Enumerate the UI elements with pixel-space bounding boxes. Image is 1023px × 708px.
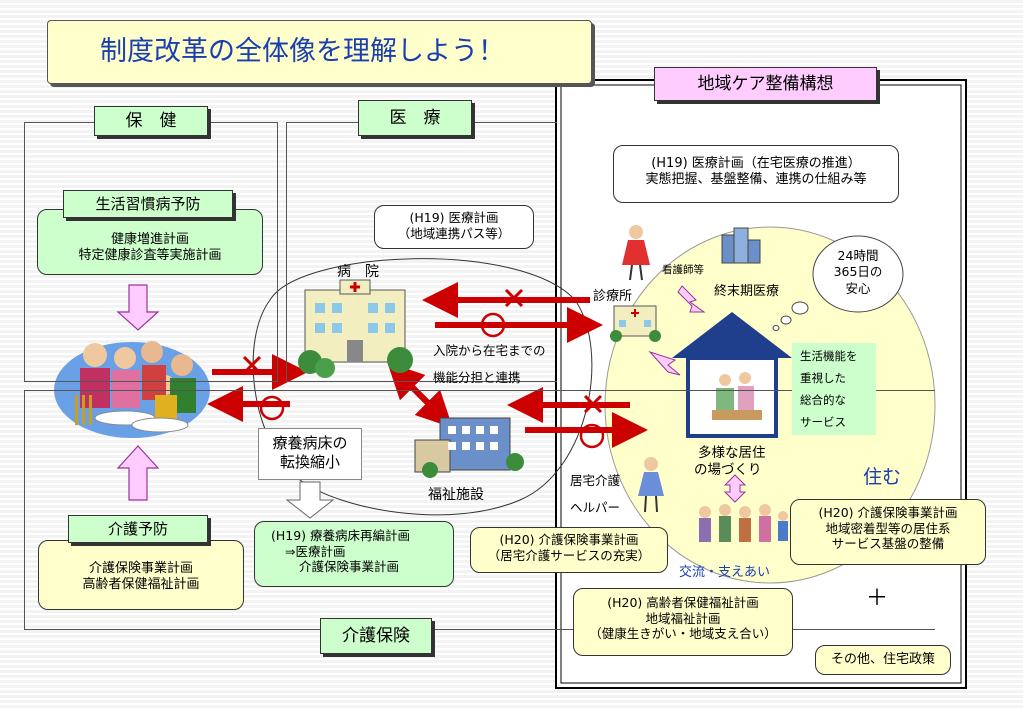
hoken-header: 保 健 — [94, 106, 208, 136]
plus-label: ＋ — [866, 586, 889, 611]
sonota-box: その他、住宅政策 — [815, 645, 951, 675]
sumu-label: 住む — [863, 466, 902, 488]
h19-ryoyo-box: (H19) 療養病床再編計画 ⇒医療計画 介護保険事業計画 — [254, 521, 454, 587]
kaigo-section — [24, 390, 935, 630]
pink-arrow-up — [116, 445, 160, 501]
ryoyo-tenkan-box: 療養病床の 転換縮小 — [258, 428, 362, 480]
kaigo-yobo-header: 介護予防 — [68, 515, 208, 543]
tayo-label-2: の場づくり — [694, 462, 762, 478]
elderly-group-illustration — [699, 504, 788, 542]
seikatsu-kino-box: 生活機能を 重視した 総合的な サービス — [792, 343, 876, 435]
seikatsu-header: 生活習慣病予防 — [63, 190, 233, 218]
house-illustration — [672, 312, 792, 438]
h20-korei-box: (H20) 高齢者保健福祉計画 地域福祉計画 （健康生きがい・地域支え合い） — [573, 588, 793, 656]
h19-zaitaku-box: (H19) 医療計画（在宅医療の推進） 実態把握、基盤整備、連携の仕組み等 — [613, 145, 899, 203]
clinic-illustration — [610, 305, 661, 342]
terminal-care-label: 終末期医療 — [714, 284, 780, 299]
tayo-label-1: 多様な居住 — [698, 445, 766, 461]
iryo-header: 医 療 — [358, 100, 472, 136]
white-arrow-down — [285, 481, 335, 519]
pink-arrow-down — [116, 284, 160, 331]
thought-cloud — [772, 235, 904, 331]
h20-chiiki-box: (H20) 介護保険事業計画 地域密着型等の居住系 サービス基盤の整備 — [790, 499, 986, 565]
nurse-label: 看護師等 — [662, 264, 704, 276]
hospital-illustration — [298, 279, 413, 378]
hospital-label: 病 院 — [337, 264, 379, 280]
h20-kaigo-box: (H20) 介護保険事業計画 （居宅介護サービスの充実） — [470, 527, 668, 573]
nurse-illustration — [622, 225, 650, 281]
welfare-facility-illustration — [414, 417, 524, 478]
seikatsu-box: 健康増進計画 特定健康診査等実施計画 — [37, 209, 263, 275]
koryu-label: 交流・支えあい — [679, 565, 771, 580]
cloud-text: 24時間 365日の 安心 — [833, 248, 883, 296]
helper-illustration — [638, 457, 664, 513]
kaigo-yobo-box: 介護保険事業計画 高齢者保健福祉計画 — [38, 540, 244, 610]
welfare-label: 福祉施設 — [428, 487, 484, 503]
h19-iryo-box: (H19) 医療計画 （地域連携パス等） — [374, 205, 534, 249]
nyuin-label-1: 入院から在宅までの — [433, 343, 546, 358]
kyotaku-label-2: ヘルパー — [570, 500, 621, 515]
city-buildings-illustration — [721, 227, 761, 264]
clinic-label: 診療所 — [593, 289, 633, 304]
chiiki-care-title: 地域ケア整備構想 — [654, 67, 877, 101]
page-title-banner: 制度改革の全体像を理解しよう！ — [47, 20, 592, 84]
page-title: 制度改革の全体像を理解しよう！ — [100, 36, 505, 67]
pink-arrow-clinic — [648, 350, 681, 376]
pink-arrow-up-down — [723, 474, 747, 503]
kaigo-hoken-header: 介護保険 — [320, 618, 432, 654]
kyotaku-label-1: 居宅介護 — [570, 473, 621, 488]
pink-arrow-nurse — [677, 285, 706, 313]
nyuin-label-2: 機能分担と連携 — [433, 370, 521, 385]
